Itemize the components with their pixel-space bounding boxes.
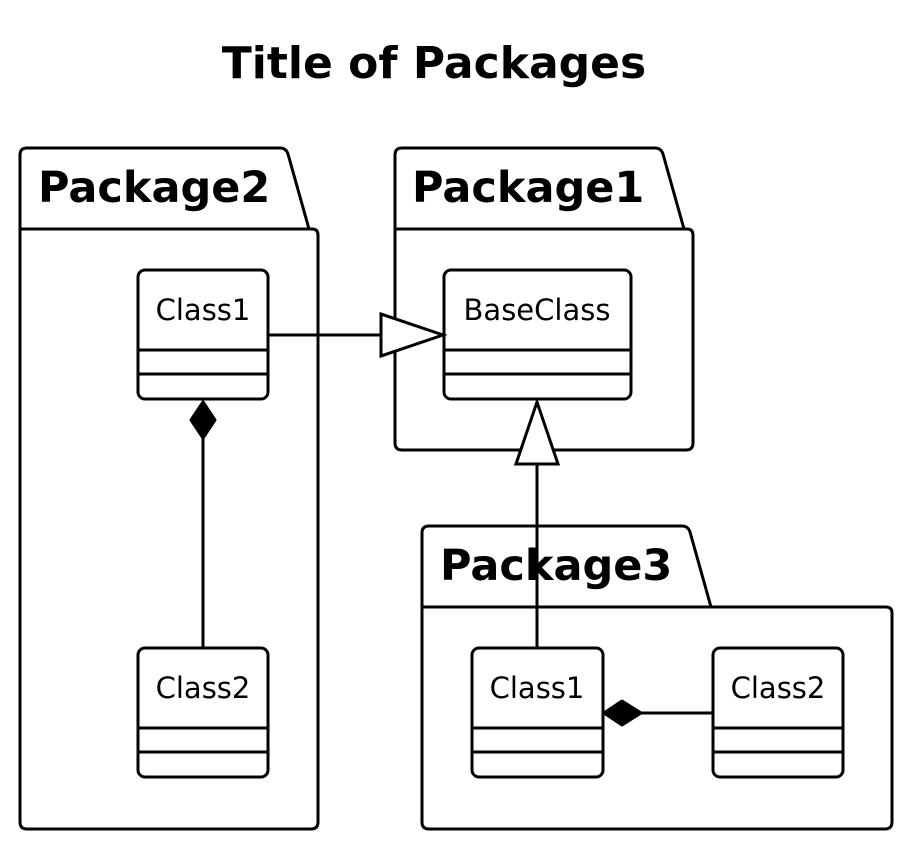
class-box: [470, 646, 605, 779]
class-name: Class2: [731, 671, 826, 705]
filled-diamond: [189, 400, 217, 440]
package-tab: [393, 146, 686, 230]
class-name: Class1: [490, 671, 585, 705]
class-package2-class1[interactable]: Class1: [136, 268, 270, 401]
package-name: Package3: [440, 541, 672, 591]
composition-p2class1-class2: [189, 400, 217, 648]
package-tab: [420, 524, 713, 608]
class-package2-class2[interactable]: Class2: [136, 646, 270, 779]
filled-diamond: [602, 699, 643, 727]
generalization-arrow-p2class1-to-baseclass: [268, 311, 448, 359]
hollow-triangle-arrowhead: [379, 311, 448, 359]
class-box: [136, 646, 270, 779]
composition-p3class1-class2: [602, 699, 713, 727]
hollow-triangle-arrowhead: [513, 397, 561, 466]
class-box: [442, 268, 633, 401]
class-name: BaseClass: [464, 293, 611, 327]
class-name: Class1: [156, 293, 251, 327]
class-package3-class2[interactable]: Class2: [711, 646, 845, 779]
class-package3-class1[interactable]: Class1: [470, 646, 605, 779]
package-name: Package1: [412, 163, 644, 213]
diagram-title: Title of Packages: [222, 38, 646, 89]
class-box: [711, 646, 845, 779]
class-name: Class2: [156, 671, 251, 705]
class-box: [136, 268, 270, 401]
generalization-arrow-p3class1-to-baseclass: [513, 397, 561, 648]
package-tab: [18, 146, 311, 230]
package-name: Package2: [38, 163, 270, 213]
class-package1-baseclass[interactable]: BaseClass: [442, 268, 633, 401]
